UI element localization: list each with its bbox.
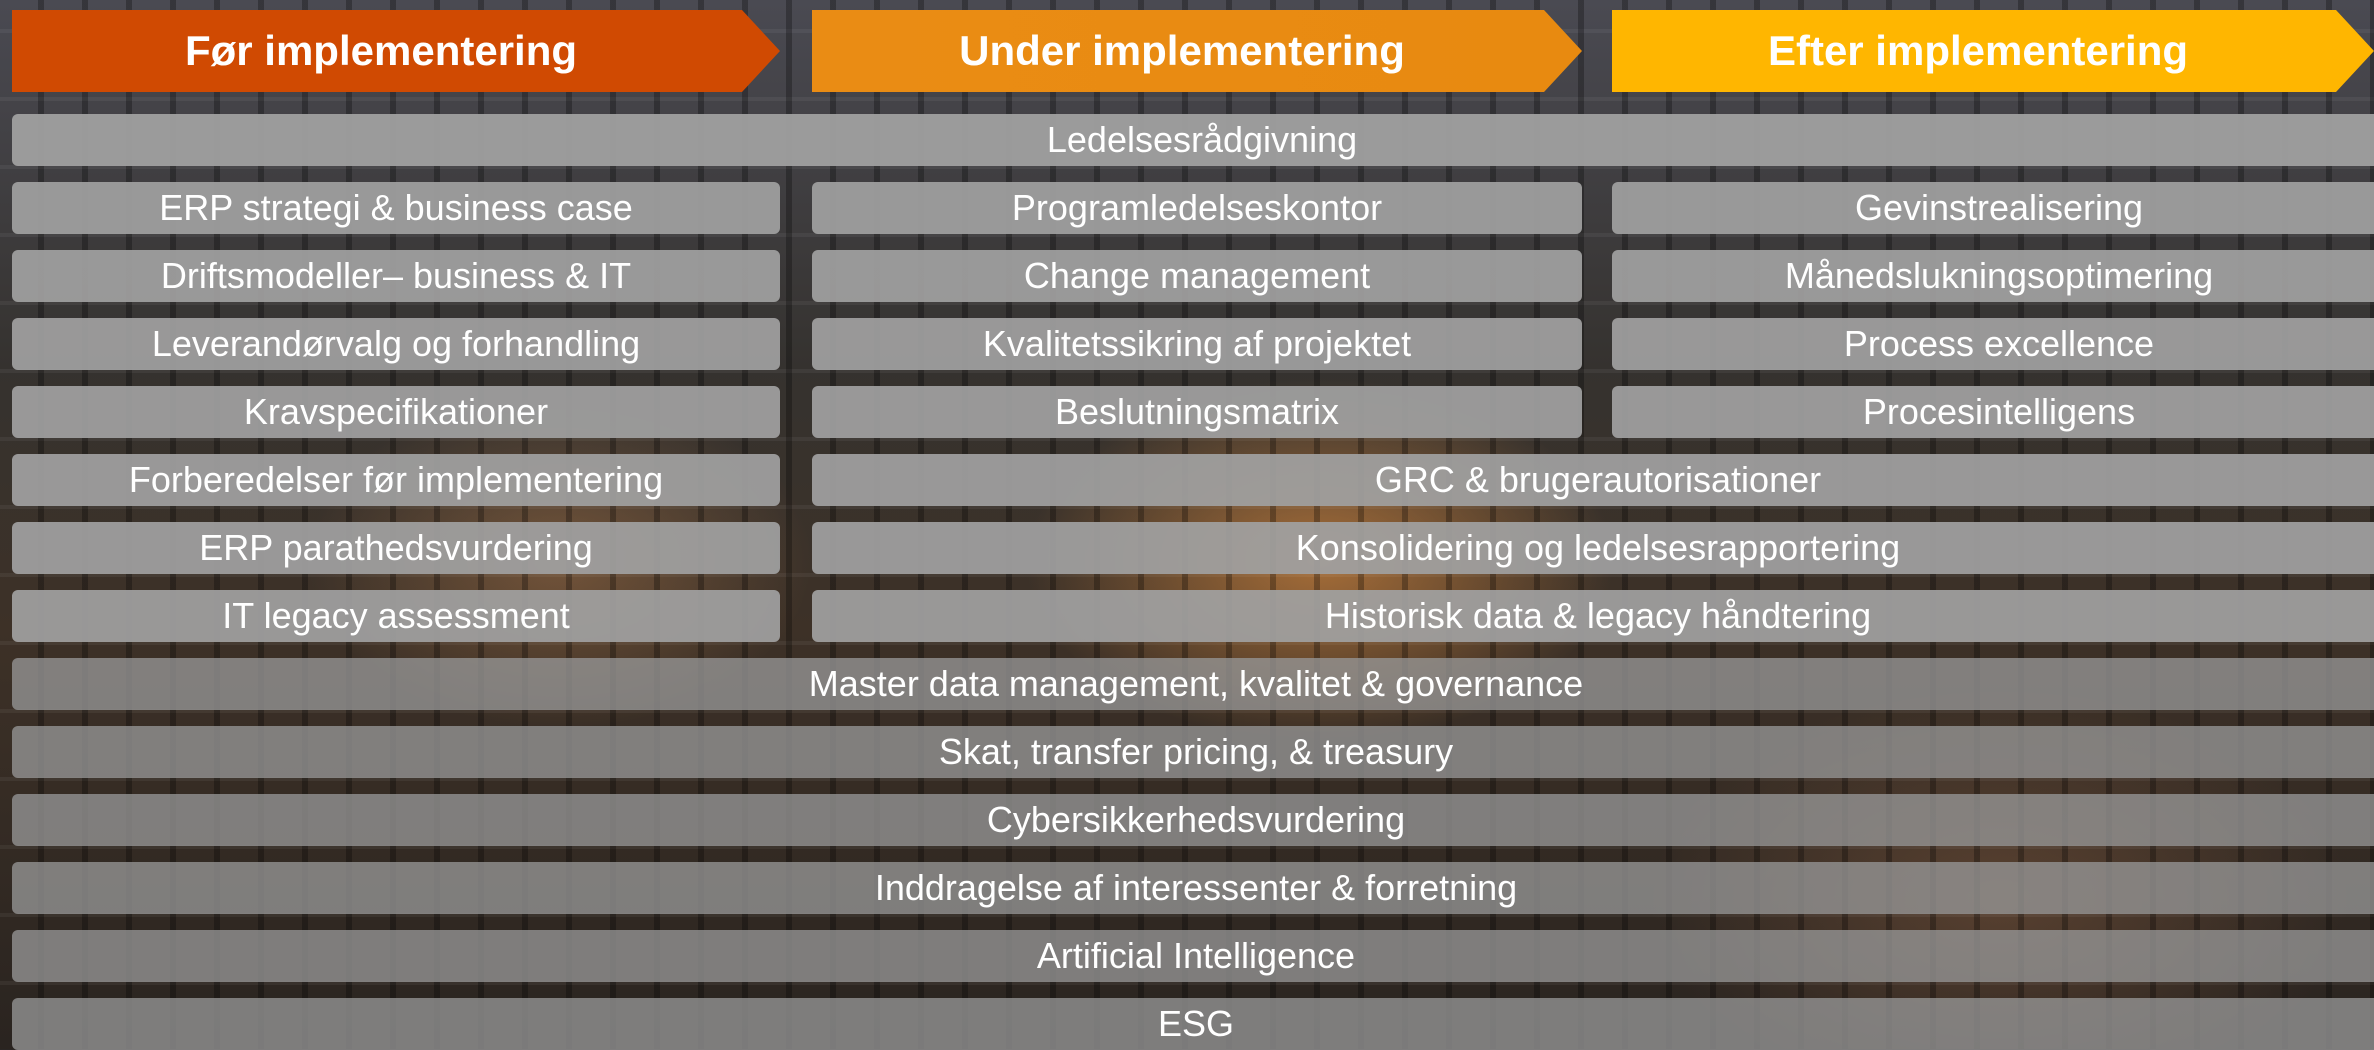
- service-bar-after: Månedslukningsoptimering: [1612, 250, 2374, 302]
- service-label: Change management: [1023, 255, 1371, 296]
- service-bar-before: ERP parathedsvurdering: [12, 522, 780, 574]
- service-bar-after: Procesintelligens: [1612, 386, 2374, 438]
- service-label: Beslutningsmatrix: [1054, 391, 1340, 432]
- service-bar-all-phases: Cybersikkerhedsvurdering: [12, 794, 2374, 846]
- service-bar-during: Change management: [812, 250, 1582, 302]
- service-label: Procesintelligens: [1862, 391, 2136, 432]
- service-bar-all-phases: ESG: [12, 998, 2374, 1050]
- service-bar-before: Kravspecifikationer: [12, 386, 780, 438]
- service-label: Skat, transfer pricing, & treasury: [938, 731, 1454, 772]
- service-label: ESG: [1157, 1003, 1235, 1044]
- phase-header-during: Under implementering: [812, 10, 1582, 92]
- service-bar-before: IT legacy assessment: [12, 590, 780, 642]
- service-bar-during-after: Konsolidering og ledelsesrapportering: [812, 522, 2374, 574]
- service-bar-after: Gevinstrealisering: [1612, 182, 2374, 234]
- service-label: IT legacy assessment: [222, 595, 570, 636]
- service-bar-after: Process excellence: [1612, 318, 2374, 370]
- service-label: ERP parathedsvurdering: [199, 527, 593, 568]
- service-label: Månedslukningsoptimering: [1784, 255, 2214, 296]
- service-bar-during: Programledelseskontor: [812, 182, 1582, 234]
- service-bar-management-advisory: Ledelsesrådgivning: [12, 114, 2374, 166]
- service-label: Driftsmodeller– business & IT: [160, 255, 632, 296]
- service-label: Process excellence: [1843, 323, 2155, 364]
- service-label: Gevinstrealisering: [1854, 187, 2144, 228]
- service-bar-all-phases: Artificial Intelligence: [12, 930, 2374, 982]
- phase-header-after-label: Efter implementering: [1767, 27, 2189, 74]
- service-bar-during-after: GRC & brugerautorisationer: [812, 454, 2374, 506]
- service-label: Kvalitetssikring af projektet: [982, 323, 1412, 364]
- phase-header-before-label: Før implementering: [184, 27, 578, 74]
- phase-header-before: Før implementering: [12, 10, 780, 92]
- service-bar-during-after: Historisk data & legacy håndtering: [812, 590, 2374, 642]
- service-label: Artificial Intelligence: [1036, 935, 1356, 976]
- service-label: Historisk data & legacy håndtering: [1324, 595, 1872, 636]
- service-label: Inddragelse af interessenter & forretnin…: [874, 867, 1518, 908]
- service-label: ERP strategi & business case: [159, 187, 633, 228]
- service-bar-all-phases: Master data management, kvalitet & gover…: [12, 658, 2374, 710]
- service-label: Kravspecifikationer: [243, 391, 549, 432]
- service-label: Leverandørvalg og forhandling: [151, 323, 641, 364]
- service-bar-during: Beslutningsmatrix: [812, 386, 1582, 438]
- service-label: Konsolidering og ledelsesrapportering: [1295, 527, 1901, 568]
- phase-header-during-label: Under implementering: [959, 27, 1405, 74]
- phase-header-after: Efter implementering: [1612, 10, 2374, 92]
- service-bar-before: Driftsmodeller– business & IT: [12, 250, 780, 302]
- service-bar-before: Leverandørvalg og forhandling: [12, 318, 780, 370]
- service-label: Programledelseskontor: [1011, 187, 1383, 228]
- service-label: Ledelsesrådgivning: [1046, 119, 1358, 160]
- service-label: Cybersikkerhedsvurdering: [986, 799, 1406, 840]
- service-label: Master data management, kvalitet & gover…: [808, 663, 1584, 704]
- service-label: GRC & brugerautorisationer: [1374, 459, 1822, 500]
- service-bar-during: Kvalitetssikring af projektet: [812, 318, 1582, 370]
- service-bar-before: ERP strategi & business case: [12, 182, 780, 234]
- service-bar-before: Forberedelser før implementering: [12, 454, 780, 506]
- service-bar-all-phases: Skat, transfer pricing, & treasury: [12, 726, 2374, 778]
- service-bar-all-phases: Inddragelse af interessenter & forretnin…: [12, 862, 2374, 914]
- service-label: Forberedelser før implementering: [128, 459, 664, 500]
